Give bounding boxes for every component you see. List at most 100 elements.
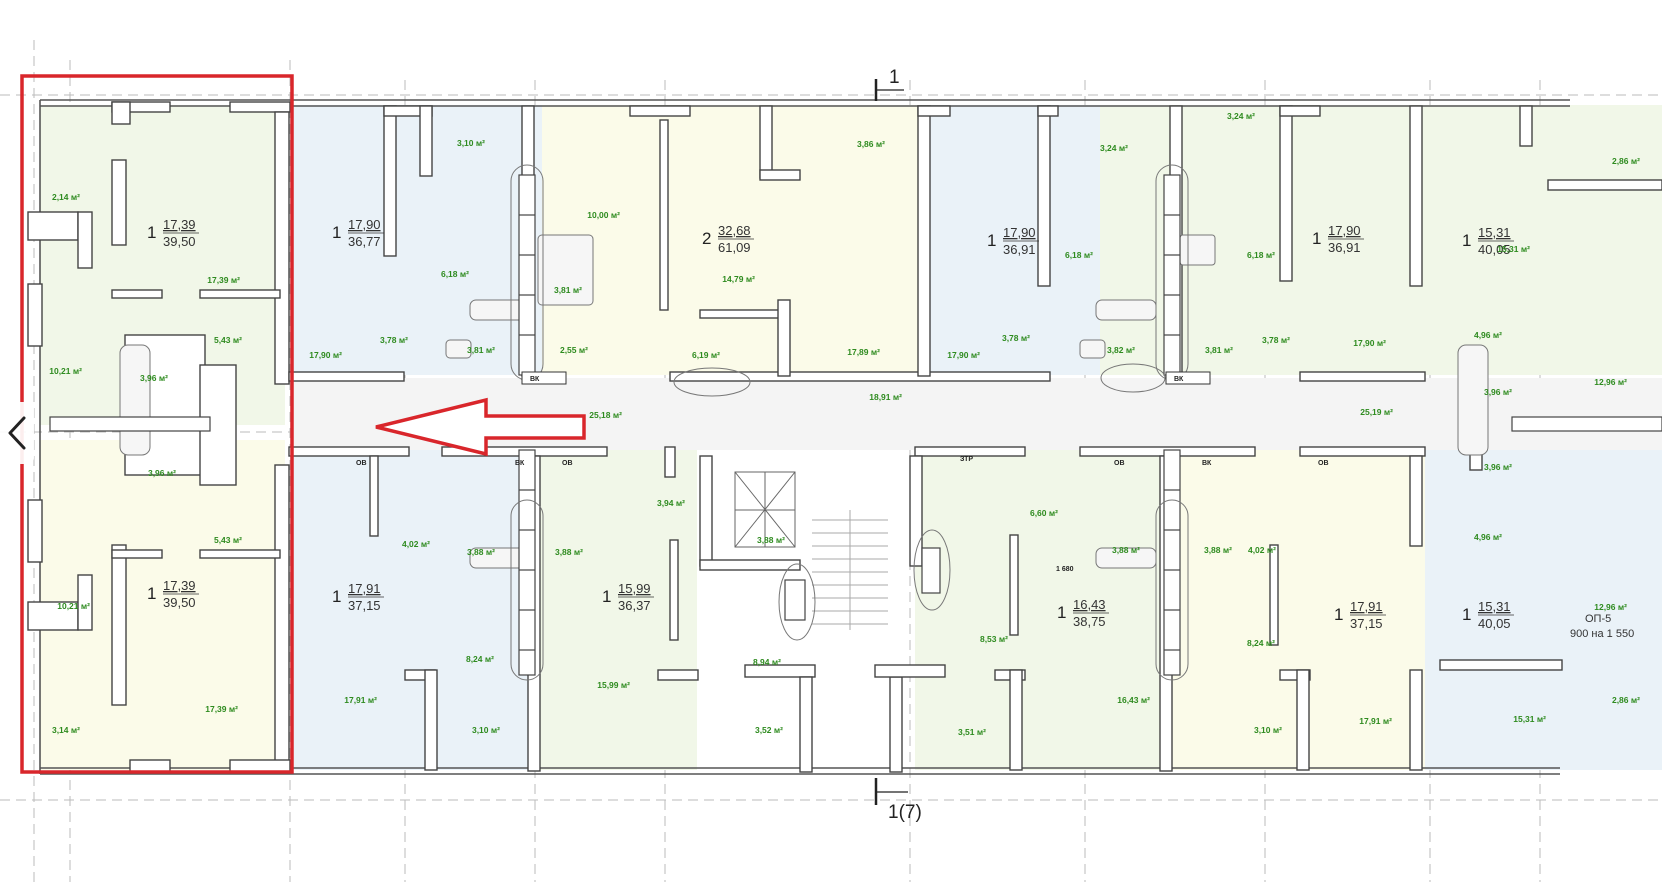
room-area: 3,94 м² — [657, 498, 685, 508]
ov-label: ОВ — [356, 460, 367, 467]
apartment-rooms: 1 — [147, 223, 156, 242]
apartment-label: 1 17,90 36,77 — [332, 217, 384, 249]
apartment-total-area: 36,91 — [1328, 240, 1361, 255]
room-area: 3,96 м² — [140, 373, 168, 383]
ztr-label: ЗТР — [960, 456, 973, 463]
room-fills — [40, 105, 1662, 770]
ventilation-shafts — [49, 174, 1662, 676]
room-area: 3,14 м² — [52, 725, 80, 735]
room-area: 8,24 м² — [466, 654, 494, 664]
room-area: 8,53 м² — [980, 634, 1008, 644]
room-area: 4,96 м² — [1474, 330, 1502, 340]
room-area: 3,24 м² — [1100, 143, 1128, 153]
room-area: 17,91 м² — [344, 695, 377, 705]
room-area: 3,88 м² — [1204, 545, 1232, 555]
apartment-rooms: 1 — [1462, 605, 1471, 624]
vk-label: ВК — [515, 460, 525, 467]
ov-label: ОВ — [1318, 460, 1329, 467]
apartment-living-area: 17,91 — [348, 581, 381, 596]
apartment-total-area: 40,05 — [1478, 242, 1511, 257]
room-area: 17,39 м² — [207, 275, 240, 285]
room-area: 3,78 м² — [1002, 333, 1030, 343]
stair-core — [734, 471, 888, 630]
room-area: 5,43 м² — [214, 335, 242, 345]
section-bottom-label: 1(7) — [888, 802, 922, 823]
room-area: 15,31 м² — [1497, 244, 1530, 254]
apartment-rooms: 1 — [1334, 605, 1343, 624]
room-area: 3,78 м² — [380, 335, 408, 345]
apartment-rooms: 1 — [1312, 229, 1321, 248]
room-area: 10,00 м² — [587, 210, 620, 220]
room-area: 17,90 м² — [1353, 338, 1386, 348]
room-area: 2,14 м² — [52, 192, 80, 202]
ov-label: ОВ — [1114, 460, 1125, 467]
section-marker-bottom: 1(7) — [874, 778, 922, 823]
room-area: 3,81 м² — [467, 345, 495, 355]
apartment-total-area: 36,77 — [348, 234, 381, 249]
apartment-rooms: 1 — [332, 587, 341, 606]
pointer-arrow — [375, 397, 586, 457]
room-area: 17,90 м² — [947, 350, 980, 360]
room-area: 3,24 м² — [1227, 111, 1255, 121]
apartment-total-area: 38,75 — [1073, 614, 1106, 629]
apartment-living-area: 17,90 — [348, 217, 381, 232]
room-area: 3,88 м² — [757, 535, 785, 545]
ov-label: ОВ — [562, 460, 573, 467]
apartment-label: 1 17,39 39,50 — [147, 578, 199, 610]
apartment-rooms: 1 — [332, 223, 341, 242]
apartment-total-area: 37,15 — [1350, 616, 1383, 631]
room-area: 12,96 м² — [1594, 377, 1627, 387]
apartment-total-area: 40,05 — [1478, 616, 1511, 631]
room-area: 6,60 м² — [1030, 508, 1058, 518]
room-area: 3,10 м² — [472, 725, 500, 735]
apartment-rooms: 1 — [1462, 231, 1471, 250]
room-area: 14,79 м² — [722, 274, 755, 284]
room-area: 4,96 м² — [1474, 532, 1502, 542]
apartment-living-area: 16,43 — [1073, 597, 1106, 612]
apartment-rooms: 1 — [147, 584, 156, 603]
room-area: 3,86 м² — [857, 139, 885, 149]
apartment-rooms: 2 — [702, 229, 711, 248]
room-area: 25,19 м² — [1360, 407, 1393, 417]
room-area: 3,81 м² — [554, 285, 582, 295]
section-marker-top: 1 — [874, 67, 904, 101]
room-area: 12,96 м² — [1594, 602, 1627, 612]
apartment-total-area: 36,91 — [1003, 242, 1036, 257]
apartment-living-area: 17,39 — [163, 578, 196, 593]
room-area: 4,02 м² — [402, 539, 430, 549]
apartment-living-area: 17,90 — [1003, 225, 1036, 240]
room-area: 17,39 м² — [205, 704, 238, 714]
apartment-total-area: 61,09 — [718, 240, 751, 255]
room-area: 17,91 м² — [1359, 716, 1392, 726]
room-area: 3,96 м² — [1484, 387, 1512, 397]
room-area: 2,86 м² — [1612, 695, 1640, 705]
room-area: 3,52 м² — [755, 725, 783, 735]
room-area: 15,99 м² — [597, 680, 630, 690]
room-area: 4,02 м² — [1248, 545, 1276, 555]
apartment-total-area: 39,50 — [163, 234, 196, 249]
room-area: 3,88 м² — [555, 547, 583, 557]
apartment-living-area: 32,68 — [718, 223, 751, 238]
apartment-living-area: 15,31 — [1478, 225, 1511, 240]
room-area: 3,10 м² — [457, 138, 485, 148]
vk-label: ВК — [1174, 376, 1184, 383]
room-area: 2,55 м² — [560, 345, 588, 355]
chevron-left-icon — [8, 416, 26, 450]
room-area: 6,19 м² — [692, 350, 720, 360]
room-area: 18,91 м² — [869, 392, 902, 402]
opening-name: ОП-5 — [1585, 613, 1611, 625]
vk-label: ВК — [1202, 460, 1212, 467]
apartment-total-area: 39,50 — [163, 595, 196, 610]
back-button[interactable] — [0, 402, 34, 464]
room-area: 3,96 м² — [1484, 462, 1512, 472]
